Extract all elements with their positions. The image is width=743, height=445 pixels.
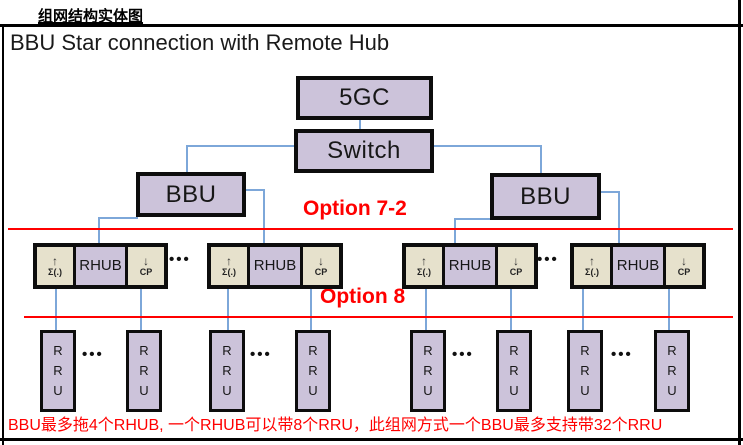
capacity-footnote: BBU最多拖4个RHUB, 一个RHUB可以带8个RRU，此组网方式一个BBU最… (8, 417, 663, 434)
connector-line (238, 189, 265, 191)
connector-line (186, 145, 188, 173)
option-8-line (24, 316, 733, 318)
rhub-label: RHUB (445, 247, 495, 285)
cp-label: CP (509, 266, 523, 277)
downlink-cp-cell: ↓ CP (128, 247, 164, 285)
connector-line (98, 217, 100, 243)
rhub-group-1: ↑ Σ(.) RHUB ↓ CP (33, 243, 168, 289)
connector-line (454, 218, 456, 243)
summation-label: Σ(.) (585, 266, 599, 277)
node-rru-2: R R U (126, 330, 162, 412)
uplink-arrow-icon: ↑ (421, 253, 427, 268)
summation-label: Σ(.) (48, 266, 62, 277)
ellipsis-dots: ••• (452, 346, 474, 363)
rhub-group-3: ↑ Σ(.) RHUB ↓ CP (402, 243, 538, 289)
connector-line (454, 218, 493, 220)
option-8-label: Option 8 (320, 285, 406, 308)
uplink-summation-cell: ↑ Σ(.) (37, 247, 73, 285)
node-rru-5: R R U (410, 330, 446, 412)
connector-line (424, 145, 542, 147)
summation-label: Σ(.) (417, 266, 431, 277)
rhub-group-2: ↑ Σ(.) RHUB ↓ CP (207, 243, 343, 289)
downlink-arrow-icon: ↓ (681, 253, 687, 268)
connector-line (227, 281, 229, 330)
connector-line (55, 281, 57, 330)
downlink-arrow-icon: ↓ (513, 253, 519, 268)
ellipsis-dots: ••• (169, 251, 191, 268)
option-7-2-line (8, 228, 733, 230)
ellipsis-dots: ••• (82, 346, 104, 363)
node-switch: Switch (294, 129, 434, 173)
uplink-summation-cell: ↑ Σ(.) (211, 247, 247, 285)
node-rru-1: R R U (40, 330, 76, 412)
rhub-label: RHUB (76, 247, 125, 285)
frame-top-border (0, 24, 743, 27)
frame-right-border (738, 0, 741, 445)
node-rru-6: R R U (496, 330, 532, 412)
connector-line (593, 191, 620, 193)
connector-line (263, 189, 265, 243)
downlink-arrow-icon: ↓ (318, 253, 324, 268)
cp-label: CP (314, 266, 328, 277)
downlink-cp-cell: ↓ CP (303, 247, 339, 285)
node-rru-7: R R U (567, 330, 603, 412)
connector-line (582, 281, 584, 330)
cp-label: CP (677, 266, 691, 277)
downlink-arrow-icon: ↓ (143, 253, 149, 268)
ellipsis-dots: ••• (611, 346, 633, 363)
connector-line (510, 281, 512, 330)
uplink-arrow-icon: ↑ (226, 253, 232, 268)
diagram-title: BBU Star connection with Remote Hub (10, 30, 390, 55)
rhub-label: RHUB (250, 247, 300, 285)
summation-label: Σ(.) (222, 266, 236, 277)
downlink-cp-cell: ↓ CP (498, 247, 534, 285)
connector-line (425, 281, 427, 330)
connector-line (668, 281, 670, 330)
frame-bottom-border (0, 438, 743, 441)
cp-label: CP (139, 266, 153, 277)
frame-left-border (2, 24, 4, 445)
node-rru-4: R R U (295, 330, 331, 412)
connector-line (540, 145, 542, 173)
downlink-cp-cell: ↓ CP (666, 247, 702, 285)
uplink-summation-cell: ↑ Σ(.) (574, 247, 610, 285)
node-bbu-2: BBU (490, 173, 601, 220)
ellipsis-dots: ••• (537, 251, 559, 268)
uplink-arrow-icon: ↑ (52, 253, 58, 268)
section-header: 组网结构实体图 (38, 8, 144, 25)
connector-line (140, 281, 142, 330)
connector-line (186, 145, 294, 147)
rhub-label: RHUB (613, 247, 663, 285)
option-7-2-label: Option 7-2 (303, 197, 407, 220)
connector-line (618, 191, 620, 243)
connector-line (359, 112, 361, 130)
uplink-arrow-icon: ↑ (589, 253, 595, 268)
connector-line (310, 281, 312, 330)
ellipsis-dots: ••• (250, 346, 272, 363)
node-rru-3: R R U (209, 330, 245, 412)
node-rru-8: R R U (654, 330, 690, 412)
uplink-summation-cell: ↑ Σ(.) (406, 247, 442, 285)
connector-line (98, 217, 138, 219)
node-bbu-1: BBU (136, 172, 246, 217)
node-5gc: 5GC (296, 76, 433, 120)
rhub-group-4: ↑ Σ(.) RHUB ↓ CP (570, 243, 706, 289)
